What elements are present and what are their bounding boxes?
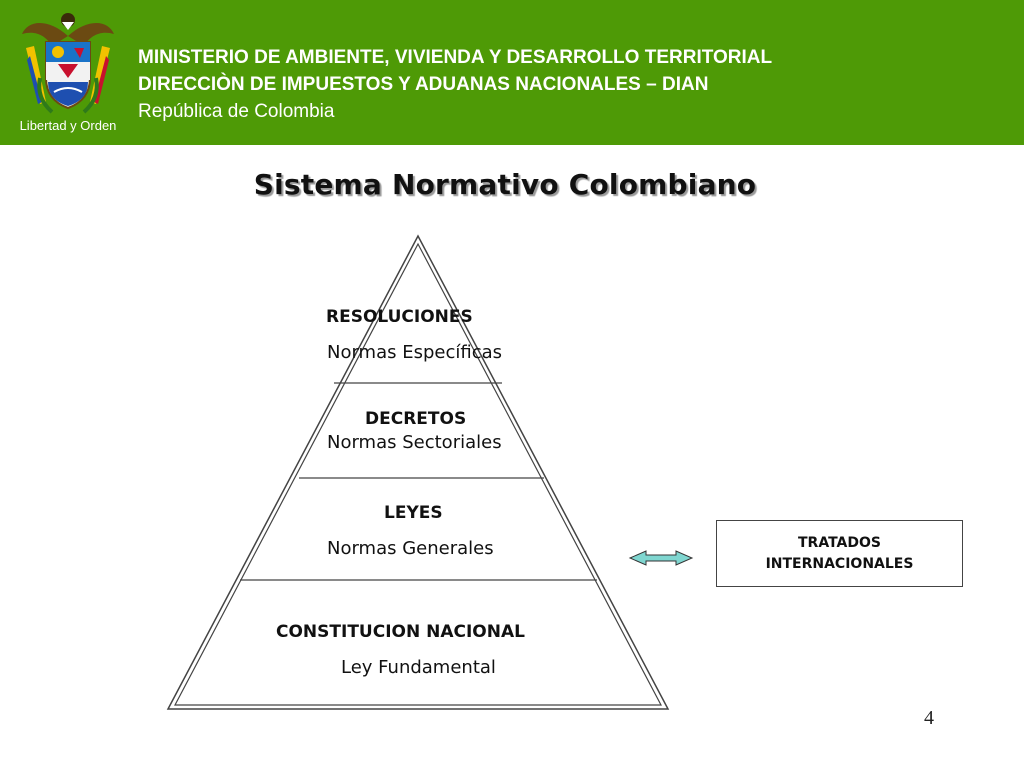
svg-text:Libertad y Orden: Libertad y Orden — [20, 118, 117, 133]
country-name: República de Colombia — [138, 101, 335, 122]
level-4-heading: CONSTITUCION NACIONAL — [276, 622, 525, 642]
treaties-line-2: INTERNACIONALES — [765, 555, 914, 572]
level-3-heading: LEYES — [384, 503, 443, 523]
bidirectional-arrow-icon — [628, 550, 694, 566]
pyramid-inner-outline — [174, 242, 662, 706]
level-1-subheading: Normas Específicas — [327, 342, 503, 363]
coat-of-arms-icon: Libertad y Orden — [20, 13, 117, 133]
slide-title: Sistema Normativo Colombiano — [253, 168, 757, 201]
level-4-subheading: Ley Fundamental — [341, 657, 496, 678]
level-3-subheading: Normas Generales — [327, 538, 494, 559]
directorate-name: DIRECCIÒN DE IMPUESTOS Y ADUANAS NACIONA… — [138, 74, 709, 95]
treaties-box: TRATADOS INTERNACIONALES — [716, 520, 963, 587]
pyramid-outline — [166, 234, 670, 710]
level-2-subheading: Normas Sectoriales — [327, 432, 502, 453]
treaties-line-1: TRATADOS — [798, 534, 881, 551]
level-1-heading: RESOLUCIONES — [326, 307, 473, 327]
header-text-block: MINISTERIO DE AMBIENTE, VIVIENDA Y DESAR… — [138, 44, 772, 125]
header-banner: Libertad y Orden MINISTERIO DE AMBIENTE,… — [0, 0, 1024, 145]
level-2-heading: DECRETOS — [365, 409, 467, 429]
page-number: 4 — [924, 707, 934, 729]
ministry-name: MINISTERIO DE AMBIENTE, VIVIENDA Y DESAR… — [138, 47, 773, 68]
